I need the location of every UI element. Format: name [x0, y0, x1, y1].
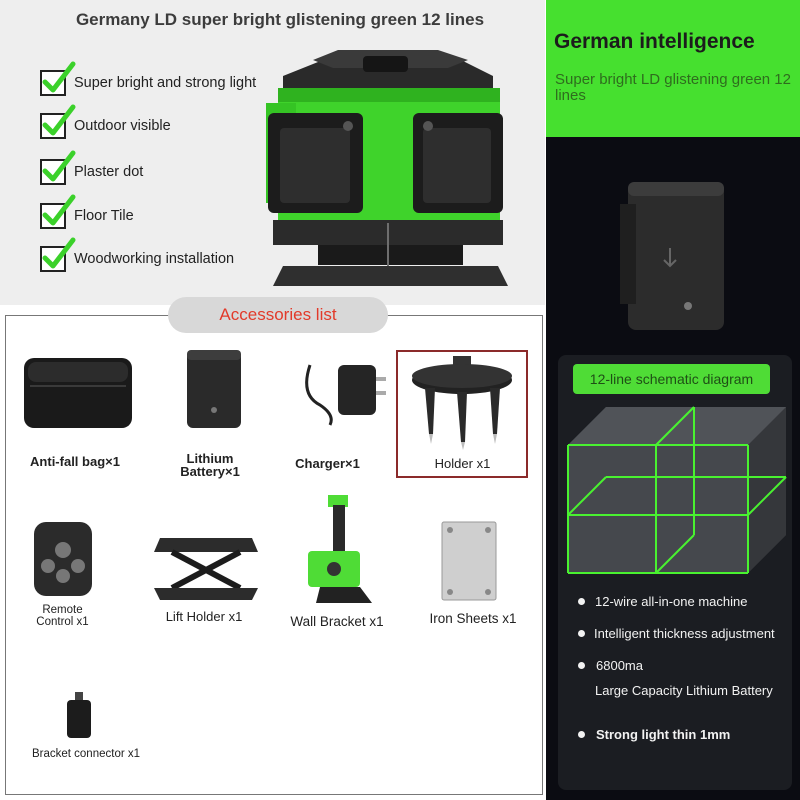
lift-holder-image — [154, 538, 258, 600]
bullet-icon — [578, 630, 585, 637]
spec-item: 6800ma — [596, 658, 643, 673]
remote-image — [34, 522, 92, 596]
bullet-icon — [578, 731, 585, 738]
spec-item: 12-wire all-in-one machine — [595, 594, 748, 609]
feature-label: Floor Tile — [74, 208, 134, 224]
laser-level-image — [266, 50, 508, 286]
wall-bracket-label: Wall Bracket x1 — [290, 614, 384, 629]
battery-label-line1: Lithium — [186, 451, 234, 466]
feature-label: Plaster dot — [74, 164, 144, 180]
holder-highlight-frame — [396, 350, 528, 478]
spec-item: Strong light thin 1mm — [596, 727, 731, 742]
checkmark-icon — [40, 194, 76, 229]
iron-sheet-image — [441, 521, 497, 601]
checkmark-icon — [40, 104, 76, 139]
charger-image — [305, 364, 386, 426]
feature-item: Woodworking installation — [40, 237, 235, 276]
feature-item: Plaster dot — [40, 150, 144, 189]
remote-label-line1: Remote — [42, 604, 83, 616]
lift-holder-label: Lift Holder x1 — [165, 609, 243, 624]
schematic-title: 12-line schematic diagram — [573, 364, 770, 394]
bag-label: Anti-fall bag×1 — [30, 454, 120, 469]
spec-item: Intelligent thickness adjustment — [594, 626, 775, 641]
bullet-icon — [578, 598, 585, 605]
right-title: German intelligence — [554, 30, 755, 53]
right-subtitle: Super bright LD glistening green 12 line… — [555, 71, 791, 104]
feature-label: Outdoor visible — [74, 118, 171, 134]
checkmark-icon — [40, 61, 76, 96]
holder-image — [412, 356, 512, 450]
checkmark-icon — [40, 237, 76, 272]
charger-label: Charger×1 — [295, 456, 360, 471]
remote-label-line2: Control x1 — [36, 615, 89, 628]
feature-label: Woodworking installation — [74, 251, 235, 267]
feature-item: Outdoor visible — [40, 104, 171, 143]
bracket-connector-image — [67, 692, 91, 738]
feature-item: Floor Tile — [40, 194, 134, 233]
remote-label: Remote Control x1 — [20, 604, 105, 628]
accessories-title: Accessories list — [168, 297, 388, 333]
bullet-icon — [578, 662, 585, 669]
bracket-connector-label: Bracket connector x1 — [31, 748, 141, 760]
battery-image — [187, 350, 241, 428]
battery-label: Lithium Battery×1 — [170, 452, 250, 478]
bag-image — [24, 358, 132, 428]
feature-item: Super bright and strong light — [40, 61, 257, 100]
page-heading: Germany LD super bright glistening green… — [75, 10, 485, 29]
wall-bracket-image — [308, 495, 372, 603]
checkmark-icon — [40, 150, 76, 185]
spec-item: Large Capacity Lithium Battery — [595, 683, 773, 698]
twelve-line-cube-diagram — [567, 406, 787, 574]
iron-sheet-label: Iron Sheets x1 — [429, 611, 517, 626]
right-green-banner — [546, 0, 800, 137]
large-battery-image — [620, 182, 724, 330]
battery-label-line2: Battery×1 — [180, 464, 240, 479]
holder-label: Holder x1 — [434, 456, 491, 471]
feature-label: Super bright and strong light — [74, 75, 257, 91]
